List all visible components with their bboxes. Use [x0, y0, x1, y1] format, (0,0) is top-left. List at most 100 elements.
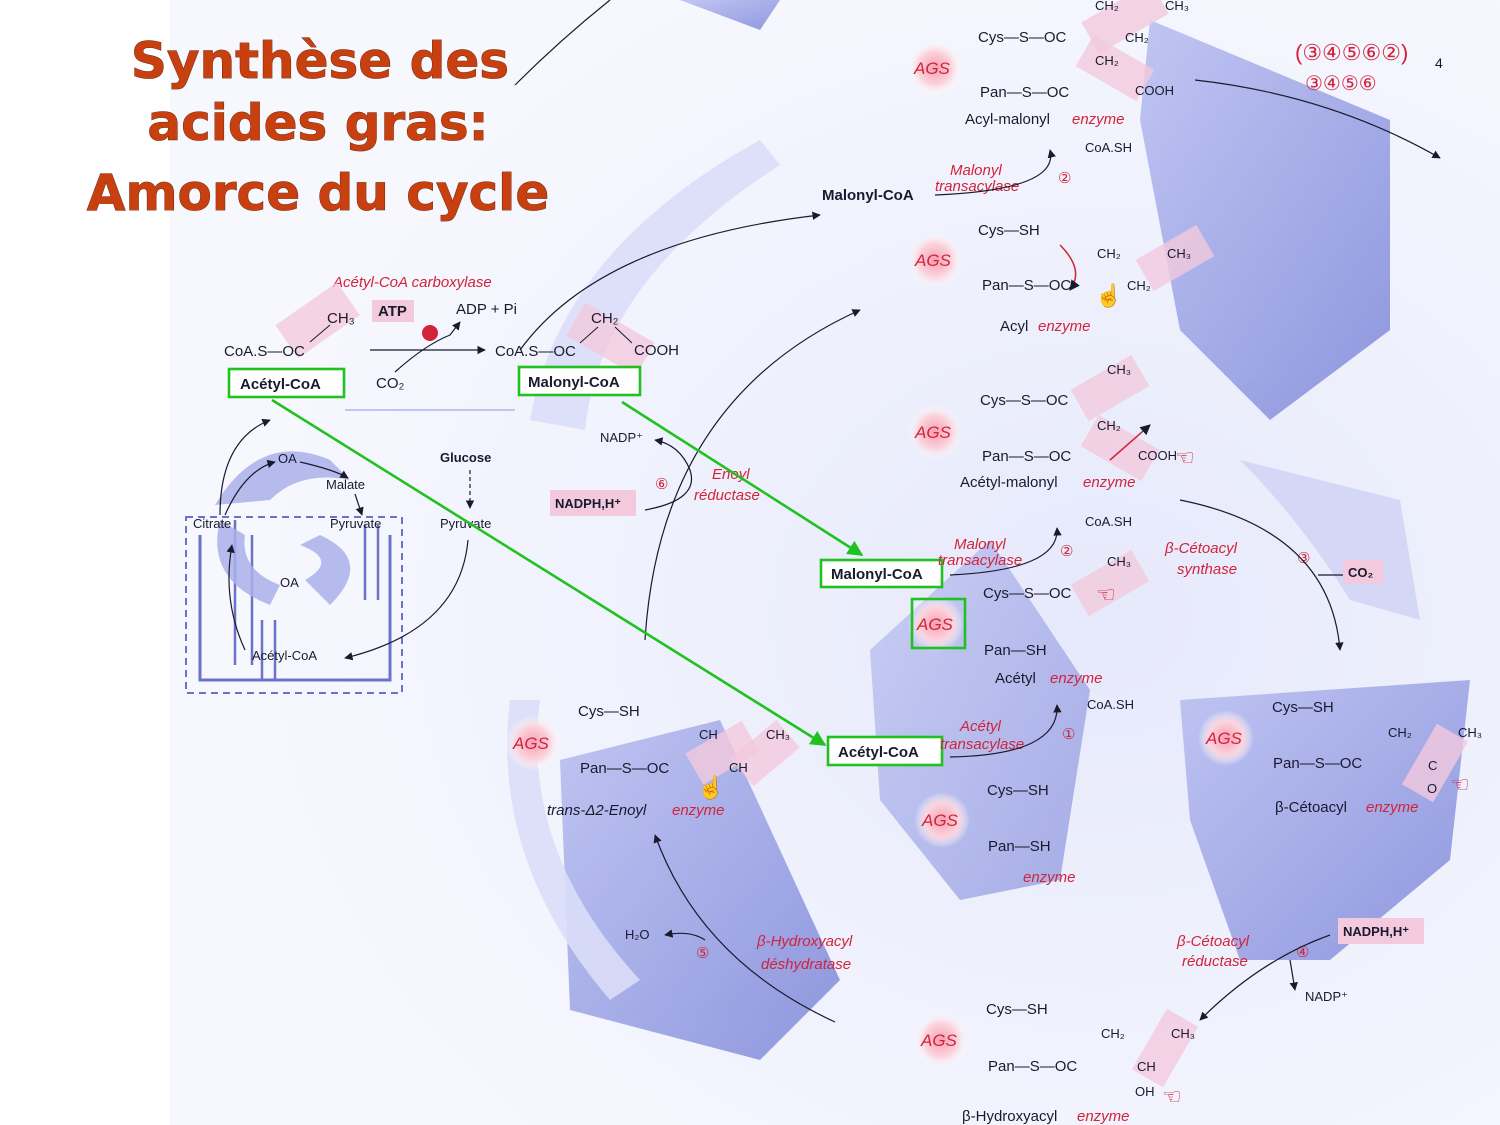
acetyl-pink-bond — [275, 282, 360, 359]
enoyl-hand-icon: ☝ — [697, 774, 724, 801]
acmal-pan: Pan—S—OC — [982, 448, 1071, 465]
acetylcoa-label: Acétyl-CoA — [240, 376, 321, 393]
malonylcoa-box-lower — [819, 558, 944, 589]
acylmal-name: Acyl-malonyl — [965, 111, 1050, 128]
cycle-arrow-bands — [507, 0, 1470, 1060]
malonyl-lower-label: Malonyl — [954, 536, 1006, 553]
nadp-right: NADP⁺ — [1305, 989, 1348, 1004]
acmal-enzyme-word: enzyme — [1083, 474, 1136, 491]
hydroxy-ch: CH — [1137, 1059, 1156, 1074]
acetyl-enzyme: AGS Cys—S—OC Pan—SH CH₃ ☜ Acétyl enzyme — [908, 549, 1150, 687]
arrow-nadp-out — [1289, 959, 1298, 991]
arrow-pyruvate — [354, 493, 364, 516]
acyl-hand-icon: ☝ — [1095, 282, 1122, 309]
malonyl-ch2: CH₂ — [591, 310, 619, 327]
band-top-right — [1140, 20, 1390, 420]
ags-4: AGS — [916, 615, 954, 634]
co2-badge — [1343, 560, 1383, 584]
beta-cetoacyl-reductase: NADPH,H⁺ β-Cétoacyl réductase ④ NADP⁺ — [1176, 918, 1424, 1021]
acetyl-pink — [1070, 549, 1150, 617]
tca-arc-left — [217, 520, 280, 605]
pyruvate-label: Pyruvate — [330, 516, 381, 531]
arrow-h2o-out — [664, 929, 706, 941]
title-line-3: Amorce du cycle — [87, 164, 549, 222]
acylmal-ch2: CH₂ — [1095, 53, 1119, 68]
green-arrow-malonyl — [621, 400, 864, 557]
ags-glow-4 — [908, 596, 964, 652]
acetyl-name: Acétyl — [995, 670, 1036, 687]
malonyl-bond-a — [579, 326, 599, 344]
ags-7: AGS — [920, 1031, 958, 1050]
acetyl-transacylase-b: transacylase — [940, 736, 1024, 753]
malate-label: Malate — [326, 477, 365, 492]
acyl-enzyme-word: enzyme — [1038, 318, 1091, 335]
acyl-malonyl-enzyme: AGS Cys—S—OC Pan—S—OC CH₂ COOH CH₂ CH₃ C… — [907, 0, 1189, 128]
tca-arc-top — [215, 451, 350, 505]
adp-label: ADP + Pi — [456, 301, 517, 318]
ceto-ch2: CH₂ — [1388, 725, 1412, 740]
coash-lower: CoA.SH — [1085, 514, 1132, 529]
ceto-hand-icon: ☜ — [1450, 772, 1470, 797]
acmal-cooh: COOH — [1138, 448, 1177, 463]
arrow-top-left — [514, 0, 611, 86]
malonylcoa-upper: Malonyl-CoA — [822, 187, 914, 204]
nadph-badge — [550, 490, 636, 516]
acetyl-hand-icon: ☜ — [1096, 582, 1116, 607]
arrow-transacylase-lower — [949, 527, 1062, 576]
acetylcoa-box-lower — [826, 735, 944, 767]
step-five: ⑤ — [696, 945, 709, 962]
oa-bottom: OA — [280, 575, 299, 590]
acetylcoa-carboxylase-label: Acétyl-CoA carboxylase — [332, 274, 492, 291]
acetylcoa-mito: Acétyl-CoA — [252, 648, 317, 663]
title-line-1: Synthèse des — [131, 32, 509, 90]
acyl-pink — [1135, 224, 1215, 292]
free-enzyme-word: enzyme — [1023, 869, 1076, 886]
malonylcoa-highlight-box — [517, 365, 642, 397]
enoyl-ch: CH — [699, 727, 718, 742]
enoyl-ch-b: CH — [729, 760, 748, 775]
nadph-label: NADPH,H⁺ — [555, 496, 621, 511]
page-title: Synthèse des acides gras: Amorce du cycl… — [86, 32, 549, 223]
band-right — [1180, 680, 1470, 960]
cycle-counter-bottom: ③④⑤⑥ — [1305, 73, 1377, 95]
cycle-counter: (③④⑤⑥②) 4 ③④⑤⑥ — [1295, 40, 1443, 95]
ags-glow-1 — [907, 40, 963, 96]
band-top — [680, 0, 780, 30]
beta-hydroxyacyl-enzyme: AGS Cys—SH Pan—S—OC CH₂ CH₃ CH OH ☜ β-Hy… — [913, 1001, 1199, 1125]
acmal-pink-bottom — [1080, 414, 1160, 482]
ags-5: AGS — [921, 811, 959, 830]
step-six: ⑥ — [655, 476, 668, 493]
enoyl-enzyme-word: enzyme — [672, 802, 725, 819]
acetyl-bond — [309, 324, 331, 343]
acyl-pan: Pan—S—OC — [982, 277, 1071, 294]
acetyl-struct: CoA.S—OC — [224, 343, 305, 360]
acetyl-pan: Pan—SH — [984, 642, 1047, 659]
hydroxy-name: β-Hydroxyacyl — [962, 1108, 1057, 1125]
acyl-name: Acyl — [1000, 318, 1028, 335]
acmal-pink-top — [1070, 354, 1150, 422]
step-two-upper: ② — [1058, 170, 1071, 187]
malonyl-transacylase-upper: Malonyl-CoA Malonyl transacylase CoA.SH … — [822, 140, 1132, 204]
acylmal-cys: Cys—S—OC — [978, 29, 1067, 46]
malonyl-upper-label: Malonyl — [950, 162, 1002, 179]
acmal-cys: Cys—S—OC — [980, 392, 1069, 409]
acmal-ch3: CH₃ — [1107, 362, 1131, 377]
ceto-o: O — [1427, 781, 1437, 796]
ags-glow-3 — [907, 404, 963, 460]
ceto-ch3: CH₃ — [1458, 725, 1482, 740]
arrow-enoyl-to-acyl — [644, 309, 861, 641]
ags-6: AGS — [1205, 729, 1243, 748]
mitochondria-block: OA Malate Citrate Pyruvate OA Acétyl-CoA… — [185, 418, 491, 694]
hydroxy-oh: OH — [1135, 1084, 1155, 1099]
malonylcoa-lower: Malonyl-CoA — [831, 566, 923, 583]
arrow-transacylase-up — [934, 149, 1056, 196]
hydroxy-enzyme-word: enzyme — [1077, 1108, 1130, 1125]
co2-label: CO₂ — [376, 375, 405, 392]
step-one-dot — [422, 325, 438, 341]
atp-label: ATP — [378, 303, 407, 320]
ceto-pink — [1401, 723, 1469, 803]
enoyl-pan: Pan—S—OC — [580, 760, 669, 777]
arrow-malonyl-up — [519, 211, 821, 351]
malonyl-bond-b — [614, 326, 633, 344]
